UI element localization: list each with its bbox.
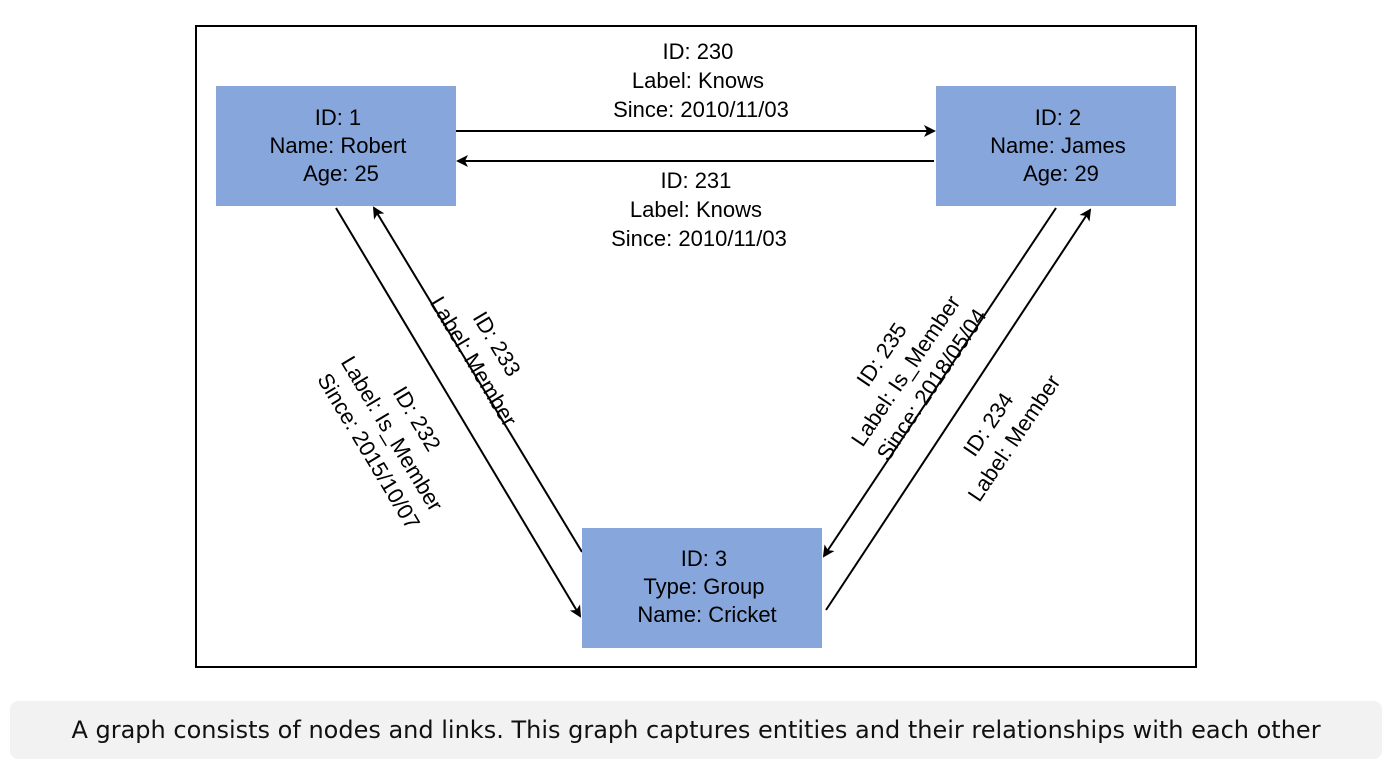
edge-233-label-group: ID: 233 Label: Member xyxy=(425,277,547,431)
edge-232-label: ID: 232 Label: Is_Member Since: 2015/10/… xyxy=(311,337,476,536)
edge-232-arrow xyxy=(335,207,582,618)
edge-234-label: ID: 234 Label: Member xyxy=(939,354,1066,506)
node-cricket-line-name: Name: Cricket xyxy=(637,602,776,627)
node-robert: ID: 1 Name: Robert Age: 25 xyxy=(216,86,456,206)
node-james-label: ID: 2 Name: James Age: 29 xyxy=(990,105,1132,186)
node-robert-label: ID: 1 Name: Robert Age: 25 xyxy=(269,105,412,186)
caption-box: A graph consists of nodes and links. Thi… xyxy=(10,701,1382,759)
edge-231-line-since: Since: 2010/11/03 xyxy=(611,226,787,251)
edge-234-arrow xyxy=(825,208,1092,611)
node-james-line-id: ID: 2 xyxy=(1035,105,1081,130)
node-cricket-line-id: ID: 3 xyxy=(681,546,727,571)
edge-230-line-label: Label: Knows xyxy=(632,68,764,93)
graph-diagram: ID: 1 Name: Robert Age: 25 ID: 2 Name: J… xyxy=(195,25,1197,668)
node-james-box xyxy=(936,86,1176,206)
caption-text: A graph consists of nodes and links. Thi… xyxy=(71,716,1321,744)
edge-235-arrow xyxy=(822,207,1057,558)
edge-234-label-group: ID: 234 Label: Member xyxy=(939,354,1066,506)
edge-230-line-since: Since: 2010/11/03 xyxy=(613,97,789,122)
node-cricket-label: ID: 3 Type: Group Name: Cricket xyxy=(637,546,776,627)
edge-230-line-id: ID: 230 xyxy=(662,39,733,64)
node-cricket: ID: 3 Type: Group Name: Cricket xyxy=(582,528,822,648)
node-cricket-line-type: Type: Group xyxy=(643,574,764,599)
node-robert-line-id: ID: 1 xyxy=(315,105,361,130)
edge-230-label: ID: 230 Label: Knows Since: 2010/11/03 xyxy=(613,39,789,122)
node-james: ID: 2 Name: James Age: 29 xyxy=(936,86,1176,206)
edge-233-label: ID: 233 Label: Member xyxy=(425,277,547,431)
node-robert-box xyxy=(216,86,456,206)
diagram-frame xyxy=(195,25,1197,668)
edge-231-line-label: Label: Knows xyxy=(630,197,762,222)
node-cricket-box xyxy=(582,528,822,648)
node-robert-line-name: Name: Robert xyxy=(269,133,406,158)
edge-233-arrow xyxy=(372,206,583,553)
node-james-line-name: Name: James xyxy=(990,133,1126,158)
edge-231-label: ID: 231 Label: Knows Since: 2010/11/03 xyxy=(611,168,787,251)
edge-232-label-group: ID: 232 Label: Is_Member Since: 2015/10/… xyxy=(311,337,476,536)
edge-231-line-id: ID: 231 xyxy=(660,168,731,193)
node-james-line-age: Age: 29 xyxy=(1023,161,1099,186)
node-robert-line-age: Age: 25 xyxy=(303,161,379,186)
